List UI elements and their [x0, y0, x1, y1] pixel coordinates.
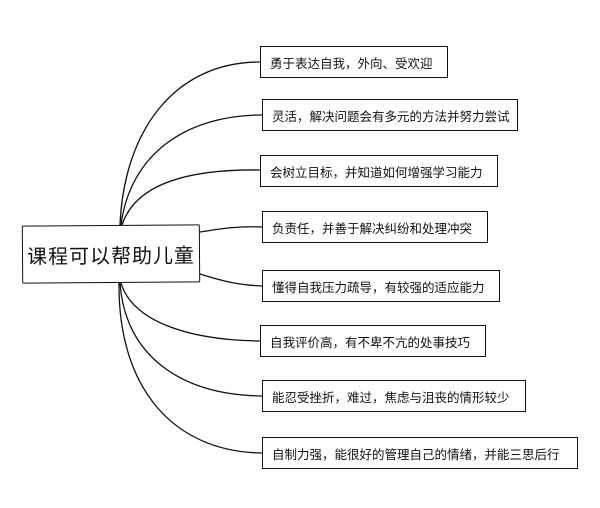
connector-5: [199, 273, 263, 287]
root-node: 课程可以帮助儿童: [21, 224, 201, 284]
connector-7: [119, 282, 263, 397]
branch-node-label: 自我评价高，有不卑不亢的处事技巧: [270, 334, 471, 350]
branch-node: 勇于表达自我，外向、受欢迎: [260, 46, 448, 78]
connector-2: [120, 114, 263, 226]
branch-node-label: 会树立目标，并知道如何增强学习能力: [270, 164, 483, 180]
branch-node: 自制力强，能很好的管理自己的情绪，并能三思后行: [262, 437, 578, 469]
branch-node: 会树立目标，并知道如何增强学习能力: [260, 155, 498, 187]
root-node-label: 课程可以帮助儿童: [26, 242, 196, 269]
connector-8: [118, 282, 263, 454]
branch-node-label: 自制力强，能很好的管理自己的情绪，并能三思后行: [272, 446, 560, 462]
branch-node-label: 负责任，并善于解决纠纷和处理冲突: [272, 220, 473, 236]
branch-node-label: 懂得自我压力疏导，有较强的适应能力: [272, 279, 485, 295]
connector-4: [199, 226, 263, 233]
branch-node: 负责任，并善于解决纠纷和处理冲突: [262, 211, 488, 243]
branch-node: 懂得自我压力疏导，有较强的适应能力: [262, 270, 500, 302]
connector-1: [119, 61, 261, 226]
connector-6: [120, 282, 261, 342]
connector-3: [121, 169, 261, 226]
branch-node: 自我评价高，有不卑不亢的处事技巧: [260, 325, 486, 357]
branch-node-label: 勇于表达自我，外向、受欢迎: [270, 55, 433, 71]
branch-node: 灵活，解决问题会有多元的方法并努力尝试: [262, 99, 518, 131]
branch-node-label: 能忍受挫折，难过，焦虑与沮丧的情形较少: [272, 389, 510, 405]
branch-node-label: 灵活，解决问题会有多元的方法并努力尝试: [272, 108, 510, 124]
branch-node: 能忍受挫折，难过，焦虑与沮丧的情形较少: [262, 380, 526, 412]
